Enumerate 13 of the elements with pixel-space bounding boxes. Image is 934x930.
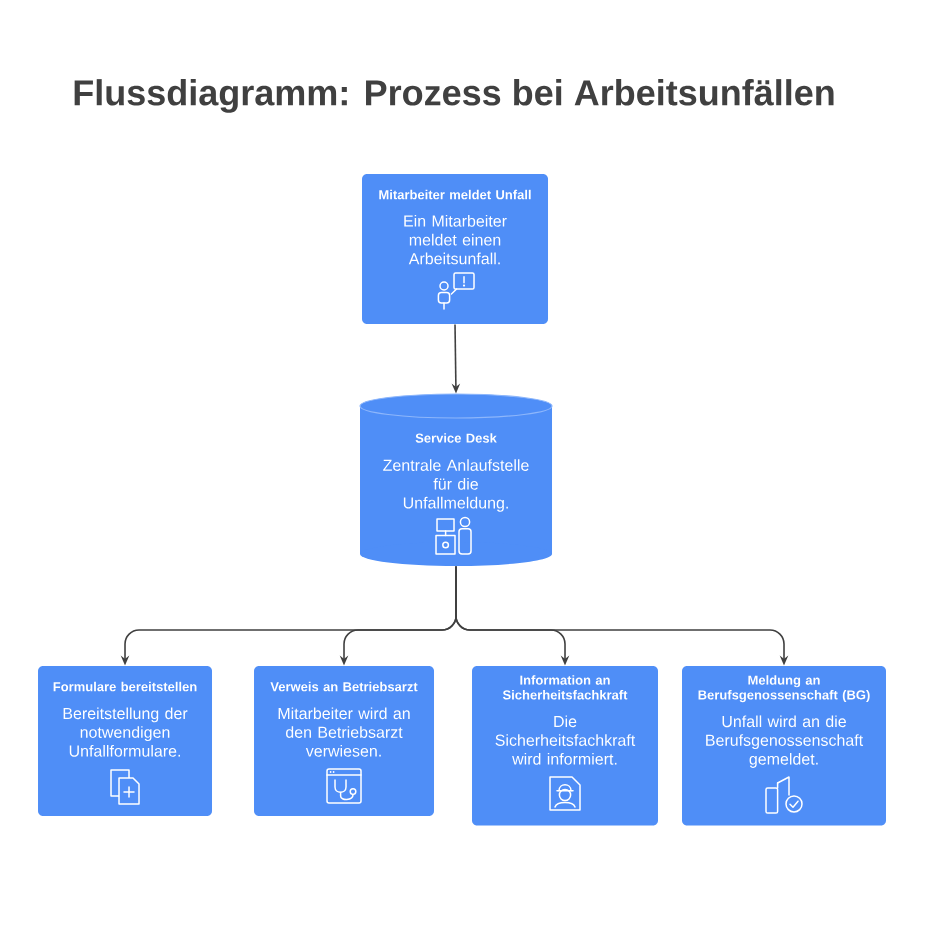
description: Mitarbeiter wird an den Betriebsarzt verwiesen. [278,707,410,757]
description: Bereitstellung der notwendigen Unfallformulare. [63,707,188,757]
database-cylinder [359,393,553,566]
description: Ein Mitarbeiter meldet einen Arbeitsunfall. [404,215,507,265]
process-box [472,666,658,826]
process-box [254,666,434,816]
process-box [38,666,212,816]
title: Flussdiagramm: Prozess bei Arbeitsunfällen [74,79,834,113]
process-box [682,666,886,826]
description: Die Sicherheitsfachkraft wird informiert. [495,715,636,765]
description: Zentrale Anlaufstelle für die Unfallmeldung. [383,459,529,512]
description: Unfall wird an die Berufsgenossenschaft gemeldet. [706,715,864,768]
process-box [362,174,548,324]
